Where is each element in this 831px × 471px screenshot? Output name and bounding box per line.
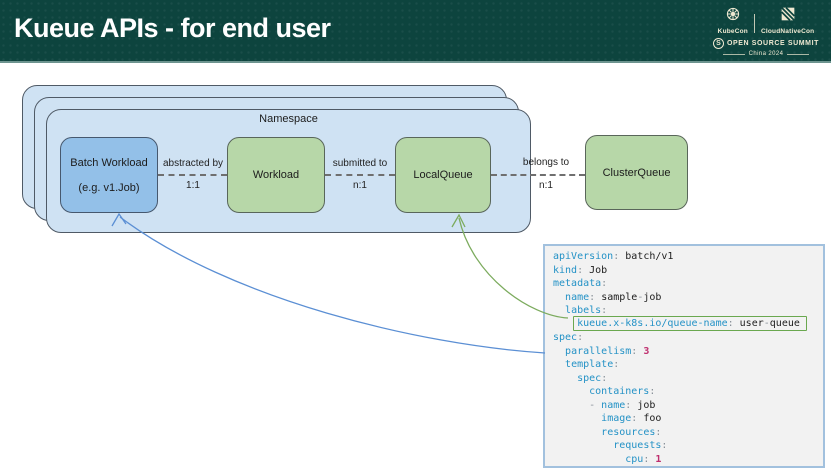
node-batch-workload-line2: (e.g. v1.Job)	[78, 181, 140, 194]
edge-abstracted-by-cardinality: 1:1	[186, 180, 200, 191]
code-line: resources:	[601, 426, 662, 438]
edge-submitted-to-cardinality: n:1	[353, 180, 367, 191]
edge-belongs-to-cardinality: n:1	[539, 180, 553, 191]
page-title: Kueue APIs - for end user	[14, 13, 331, 43]
code-line: spec:	[553, 332, 584, 343]
kubecon-wheel-icon	[725, 6, 741, 27]
code-line: - name: job	[589, 399, 656, 411]
node-clusterqueue: ClusterQueue	[585, 135, 688, 210]
summit-s-icon: S	[712, 38, 724, 49]
edge-belongs-to-label: belongs to	[522, 157, 570, 168]
cloudnativecon-logo: CloudNativeCon	[761, 6, 814, 35]
summit-label: OPEN SOURCE SUMMIT	[726, 40, 820, 47]
code-line: image: foo	[601, 413, 662, 424]
code-line: cpu: 1	[625, 453, 662, 465]
node-batch-workload: Batch Workload (e.g. v1.Job)	[60, 137, 158, 213]
kubecon-logo: KubeCon	[718, 6, 748, 35]
code-line: name: sample-job	[565, 291, 662, 303]
node-workload: Workload	[227, 137, 325, 213]
code-line: parallelism: 3	[565, 345, 650, 357]
node-batch-workload-line1: Batch Workload	[70, 156, 148, 169]
code-line: requests:	[613, 440, 668, 451]
edge-submitted-to-line	[325, 174, 395, 176]
edge-belongs-to-line	[491, 174, 585, 176]
code-line: spec:	[577, 372, 608, 384]
code-line: metadata:	[553, 278, 608, 289]
edge-abstracted-by-label: abstracted by	[162, 158, 224, 169]
node-localqueue: LocalQueue	[395, 137, 491, 213]
kubecon-label: KubeCon	[717, 28, 748, 35]
event-logo-block: KubeCon CloudNativeCon S OPEN SOURCE SUM…	[707, 4, 825, 57]
edge-abstracted-by-line	[158, 174, 227, 176]
edition-rule-right	[787, 53, 810, 55]
logo-divider	[753, 14, 755, 33]
edition-rule-left	[722, 53, 745, 55]
logo-row: KubeCon CloudNativeCon	[707, 6, 825, 35]
code-line: kind: Job	[553, 264, 608, 276]
code-line: apiVersion: batch/v1	[553, 251, 674, 262]
yaml-code: apiVersion: batch/v1 kind: Job metadata: n…	[543, 244, 825, 468]
node-clusterqueue-label: ClusterQueue	[602, 166, 671, 179]
queue-name-highlight: kueue.x-k8s.io/queue-name: user-queue	[573, 315, 807, 331]
code-line: kueue.x-k8s.io/queue-name: user-queue	[553, 315, 823, 332]
node-workload-label: Workload	[252, 169, 300, 181]
code-line: containers:	[589, 386, 656, 397]
blue-connector-line	[111, 212, 546, 354]
slide-header: Kueue APIs - for end user KubeCon	[0, 0, 831, 63]
code-line: template:	[565, 359, 620, 370]
cloudnativecon-cube-icon	[780, 6, 796, 27]
edition-label: China 2024	[748, 51, 784, 57]
open-source-summit-row: S OPEN SOURCE SUMMIT	[707, 38, 825, 49]
namespace-label: Namespace	[259, 113, 318, 125]
node-localqueue-label: LocalQueue	[413, 169, 473, 181]
cloudnativecon-label: CloudNativeCon	[760, 28, 815, 35]
edition-row: China 2024	[707, 51, 825, 57]
edge-submitted-to-label: submitted to	[332, 158, 388, 169]
code-line: labels:	[565, 305, 608, 316]
